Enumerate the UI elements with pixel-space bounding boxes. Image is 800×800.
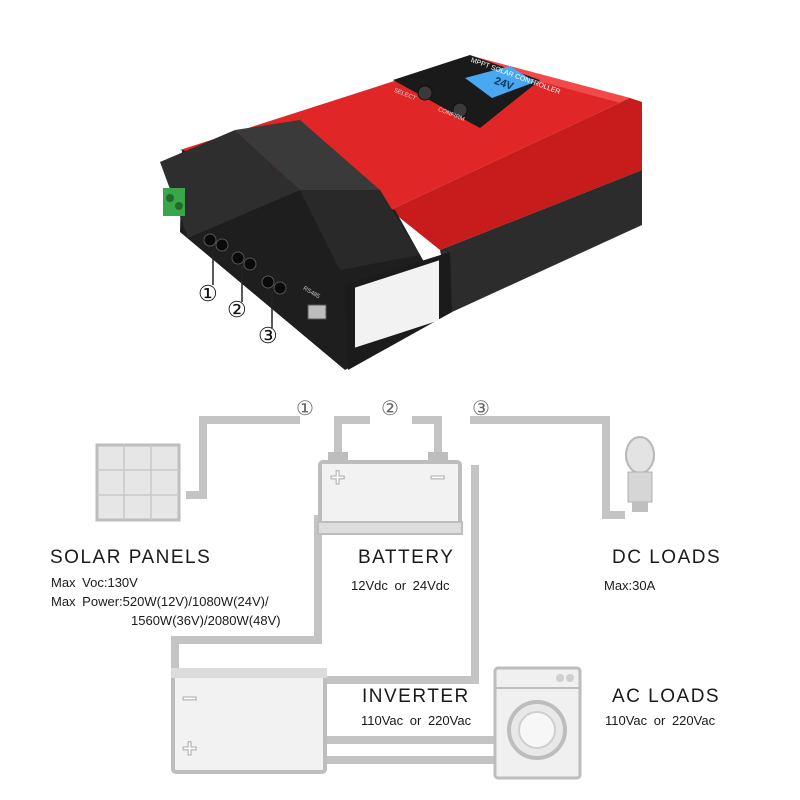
select-button[interactable] bbox=[417, 85, 433, 101]
wire-ports bbox=[203, 233, 287, 295]
controller-side-panel bbox=[390, 98, 642, 250]
inverter-title: INVERTER bbox=[362, 686, 470, 707]
battery-spec: 12Vdc or 24Vdc bbox=[351, 578, 450, 593]
solar-spec-3: 1560W(36V)/2080W(48V) bbox=[131, 613, 281, 628]
device-badge-1: ① bbox=[198, 281, 218, 306]
confirm-button[interactable] bbox=[452, 102, 468, 118]
inverter-spec: 110Vac or 220Vac bbox=[361, 713, 472, 728]
battery-title: BATTERY bbox=[358, 547, 455, 568]
solar-spec-1: Max Voc:130V bbox=[51, 575, 138, 590]
rs485-port bbox=[307, 304, 327, 320]
battery-icon bbox=[317, 452, 463, 535]
wiring-lines bbox=[171, 416, 625, 764]
diagram-badge-2: ② bbox=[381, 398, 399, 420]
diagram-badge-3: ③ bbox=[472, 398, 490, 420]
inverter-icon bbox=[171, 668, 327, 774]
inverter-plus: + bbox=[181, 733, 198, 764]
inverter-minus: − bbox=[181, 683, 198, 714]
battery-plus: + bbox=[329, 462, 346, 493]
device-badge-3: ③ bbox=[258, 323, 278, 348]
terminal-block bbox=[163, 188, 185, 216]
spec-label-sticker bbox=[355, 260, 439, 348]
ac-load-washer-icon bbox=[493, 666, 582, 780]
ac-loads-spec: 110Vac or 220Vac bbox=[605, 713, 716, 728]
solar-panel-icon bbox=[95, 443, 181, 522]
diagram-badge-1: ① bbox=[296, 398, 314, 420]
callout-lines bbox=[212, 250, 273, 328]
battery-minus: − bbox=[429, 462, 446, 493]
solar-spec-2: Max Power:520W(12V)/1080W(24V)/ bbox=[51, 594, 269, 609]
device-badge-2: ② bbox=[227, 297, 247, 322]
ac-loads-title: AC LOADS bbox=[612, 686, 721, 707]
dc-loads-title: DC LOADS bbox=[612, 547, 722, 568]
dc-load-bulb-icon bbox=[625, 436, 655, 512]
lcd-screen bbox=[465, 66, 535, 98]
solar-title: SOLAR PANELS bbox=[50, 547, 212, 568]
dc-loads-spec: Max:30A bbox=[604, 578, 656, 593]
